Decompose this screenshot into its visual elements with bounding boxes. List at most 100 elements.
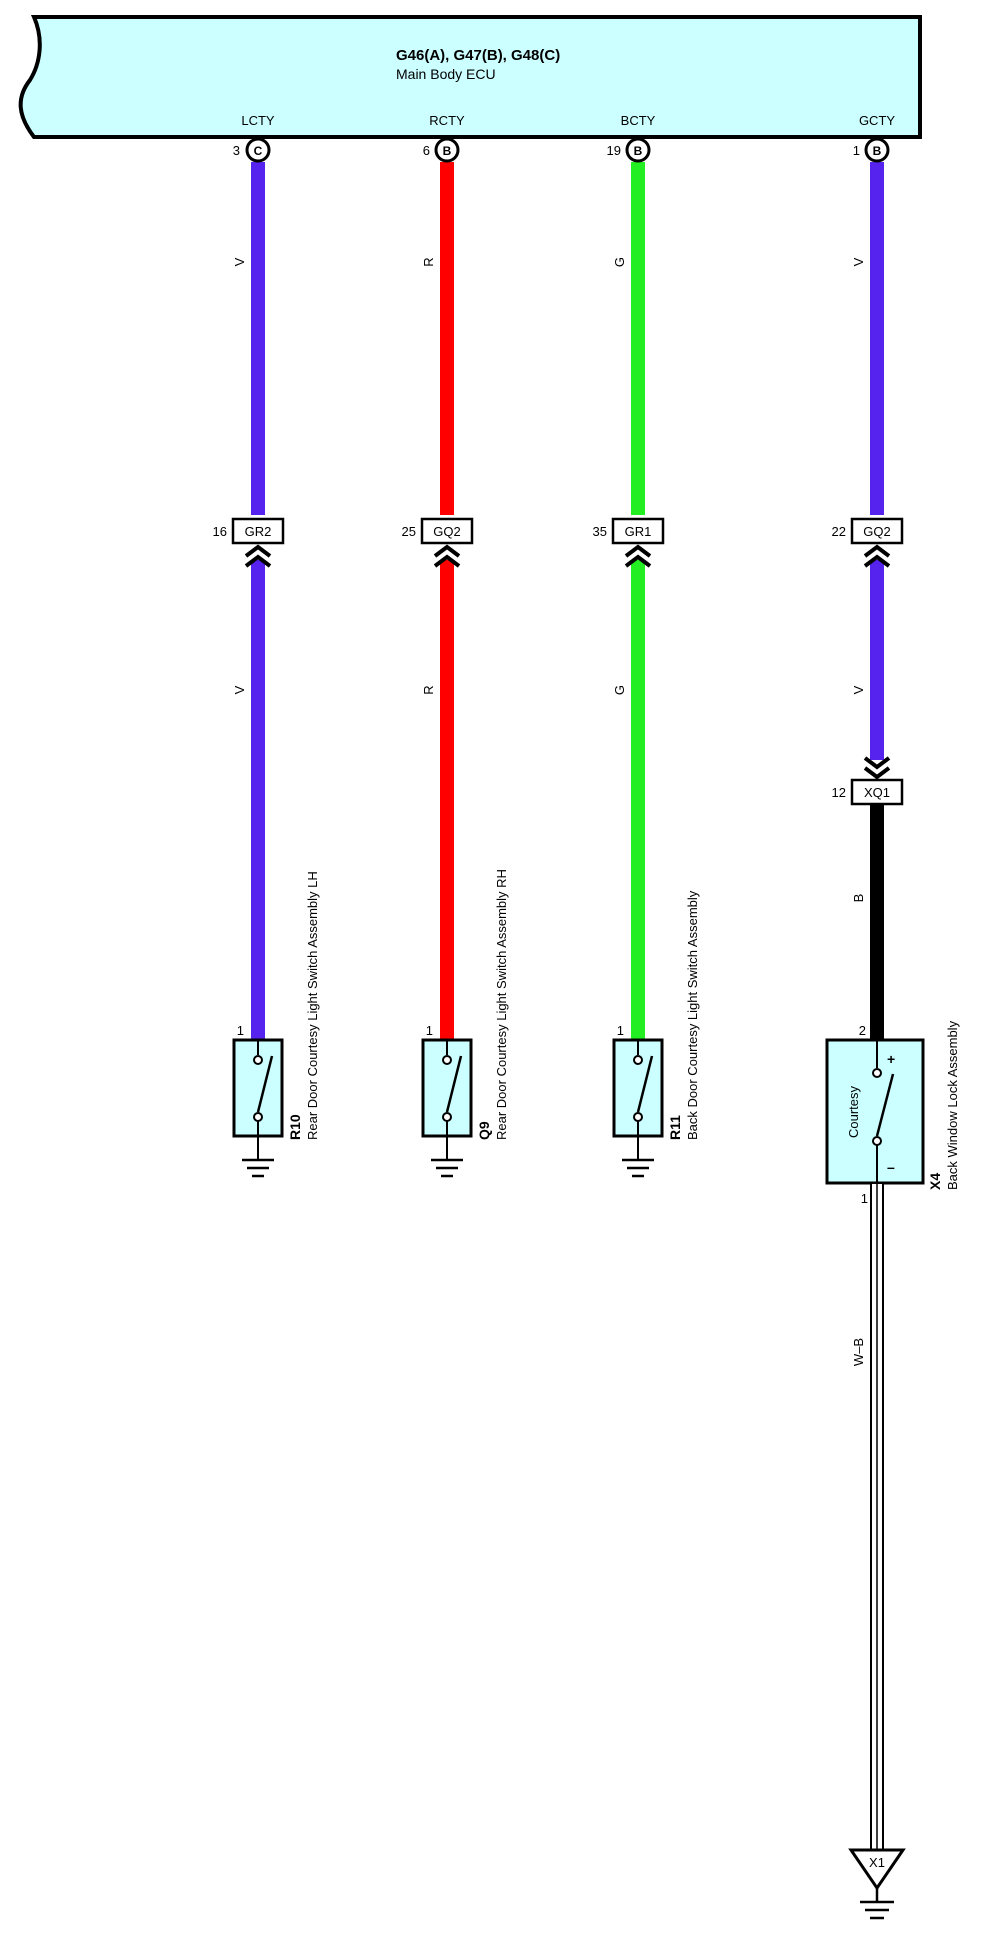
junction-box-gr2 <box>231 517 285 545</box>
ground-icon <box>860 1900 894 1920</box>
junction-name-gq2-a: GQ2 <box>433 524 460 539</box>
junction-box-gq2-a <box>420 517 474 545</box>
device-id-r11: R11 <box>667 1115 683 1140</box>
switch-blade-icon <box>875 1073 895 1137</box>
switch-blade-icon <box>256 1055 274 1113</box>
circuit-lcty: C 3 V GR2 16 V 1 R10 Rear Door Courtesy … <box>213 137 320 1178</box>
ecu-pin-terminal-bcty <box>625 137 651 163</box>
device-q9: 1 Q9 Rear Door Courtesy Light Switch Ass… <box>421 869 509 1178</box>
device-pin-top-x4: 2 <box>859 1023 866 1038</box>
device-r10: 1 R10 Rear Door Courtesy Light Switch As… <box>232 871 320 1178</box>
wire-color-code-w-b: W–B <box>851 1338 866 1366</box>
switch-contact-top-x4 <box>872 1068 882 1078</box>
junction-box-xq1 <box>850 778 904 806</box>
junction-pin-gq2-a: 25 <box>402 524 416 539</box>
device-name-r11: Back Door Courtesy Light Switch Assembly <box>685 890 700 1140</box>
ecu-pin-terminal-rcty <box>434 137 460 163</box>
signal-label-gcty: GCTY <box>859 113 895 128</box>
lock-assembly-box-x4 <box>825 1038 925 1185</box>
wire-color-code-gcty-upper: V <box>851 257 866 266</box>
ecu-name: Main Body ECU <box>396 66 496 82</box>
wire-color-code-gcty-black: B <box>851 894 866 903</box>
device-pin-r11: 1 <box>617 1023 624 1038</box>
switch-contact-bottom-q9 <box>442 1112 452 1122</box>
ecu-pin-connector-bcty: B <box>634 144 643 158</box>
junction-pin-xq1: 12 <box>832 785 846 800</box>
switch-contact-bottom-x4 <box>872 1136 882 1146</box>
circuit-gcty: B 1 V GQ2 22 V XQ1 12 B 2 Courtesy + – <box>825 137 960 1920</box>
junction-name-gr1: GR1 <box>625 524 652 539</box>
device-x4: 2 Courtesy + – 1 X4 Back Window Lock Ass… <box>825 1020 960 1206</box>
switch-blade-icon <box>445 1055 463 1113</box>
device-pin-q9: 1 <box>426 1023 433 1038</box>
ground-wire-w-b: W–B <box>851 1182 884 1852</box>
wire-color-code-bcty-lower: G <box>612 685 627 695</box>
circuit-bcty: B 19 G GR1 35 G 1 R11 Back Door Courtesy… <box>593 137 700 1178</box>
ground-point-label-x1: X1 <box>869 1855 885 1870</box>
device-id-x4: X4 <box>927 1173 943 1190</box>
device-pin-r10: 1 <box>237 1023 244 1038</box>
mating-chevron-icon <box>863 756 891 780</box>
junction-connector-gq2-b: GQ2 22 <box>832 517 904 568</box>
ecu-pin-number-gcty: 1 <box>853 143 860 158</box>
junction-pin-gr1: 35 <box>593 524 607 539</box>
wire-color-code-rcty-upper: R <box>421 257 436 266</box>
circuit-rcty: B 6 R GQ2 25 R 1 Q9 Rear Door Courtesy L… <box>402 137 509 1178</box>
ecu-connector-title: G46(A), G47(B), G48(C) <box>396 47 560 64</box>
ecu-pin-number-rcty: 6 <box>423 143 430 158</box>
device-pin-bottom-x4: 1 <box>861 1191 868 1206</box>
device-name-x4: Back Window Lock Assembly <box>945 1020 960 1190</box>
wire-color-code-lcty-lower: V <box>232 685 247 694</box>
junction-connector-gr2: GR2 16 <box>213 517 285 568</box>
main-body-ecu: G46(A), G47(B), G48(C) Main Body ECU LCT… <box>18 15 922 139</box>
wire-color-code-lcty-upper: V <box>232 257 247 266</box>
junction-connector-xq1: XQ1 12 <box>832 756 904 806</box>
switch-contact-top-q9 <box>442 1055 452 1065</box>
device-name-r10: Rear Door Courtesy Light Switch Assembly… <box>305 871 320 1140</box>
wire-color-code-rcty-lower: R <box>421 685 436 694</box>
signal-label-lcty: LCTY <box>241 113 275 128</box>
ecu-pin-connector-gcty: B <box>873 144 882 158</box>
ground-point-triangle-icon <box>848 1848 906 1891</box>
junction-name-gq2-b: GQ2 <box>863 524 890 539</box>
junction-connector-gq2-a: GQ2 25 <box>402 517 474 568</box>
device-name-q9: Rear Door Courtesy Light Switch Assembly… <box>494 869 509 1140</box>
switch-contact-top-r11 <box>633 1055 643 1065</box>
ecu-pin-terminal-gcty <box>864 137 890 163</box>
junction-name-xq1: XQ1 <box>864 785 890 800</box>
wire-color-code-gcty-lower: V <box>851 685 866 694</box>
device-minus-x4: – <box>887 1159 895 1175</box>
junction-pin-gr2: 16 <box>213 524 227 539</box>
device-plus-x4: + <box>887 1051 895 1067</box>
ground-icon <box>431 1158 463 1178</box>
mating-chevron-icon <box>624 544 652 568</box>
junction-pin-gq2-b: 22 <box>832 524 846 539</box>
ecu-box <box>18 15 922 139</box>
ecu-pin-connector-rcty: B <box>443 144 452 158</box>
mating-chevron-icon <box>433 544 461 568</box>
device-inner-label-x4: Courtesy <box>846 1085 861 1138</box>
mating-chevron-icon <box>244 544 272 568</box>
junction-box-gr1 <box>611 517 665 545</box>
junction-connector-gr1: GR1 35 <box>593 517 665 568</box>
switch-contact-top-r10 <box>253 1055 263 1065</box>
device-id-q9: Q9 <box>476 1121 492 1140</box>
ecu-pin-number-bcty: 19 <box>607 143 621 158</box>
device-id-r10: R10 <box>287 1114 303 1140</box>
wire-color-code-bcty-upper: G <box>612 257 627 267</box>
signal-label-rcty: RCTY <box>429 113 465 128</box>
signal-label-bcty: BCTY <box>621 113 656 128</box>
switch-contact-bottom-r10 <box>253 1112 263 1122</box>
mating-chevron-icon <box>863 544 891 568</box>
junction-name-gr2: GR2 <box>245 524 272 539</box>
ecu-pin-connector-lcty: C <box>254 144 263 158</box>
switch-contact-bottom-r11 <box>633 1112 643 1122</box>
ground-icon <box>242 1158 274 1178</box>
ecu-pin-terminal-lcty <box>245 137 271 163</box>
device-r11: 1 R11 Back Door Courtesy Light Switch As… <box>612 890 700 1178</box>
ground-point-x1: X1 <box>848 1848 906 1920</box>
switch-blade-icon <box>636 1055 654 1113</box>
ecu-pin-number-lcty: 3 <box>233 143 240 158</box>
ground-icon <box>622 1158 654 1178</box>
